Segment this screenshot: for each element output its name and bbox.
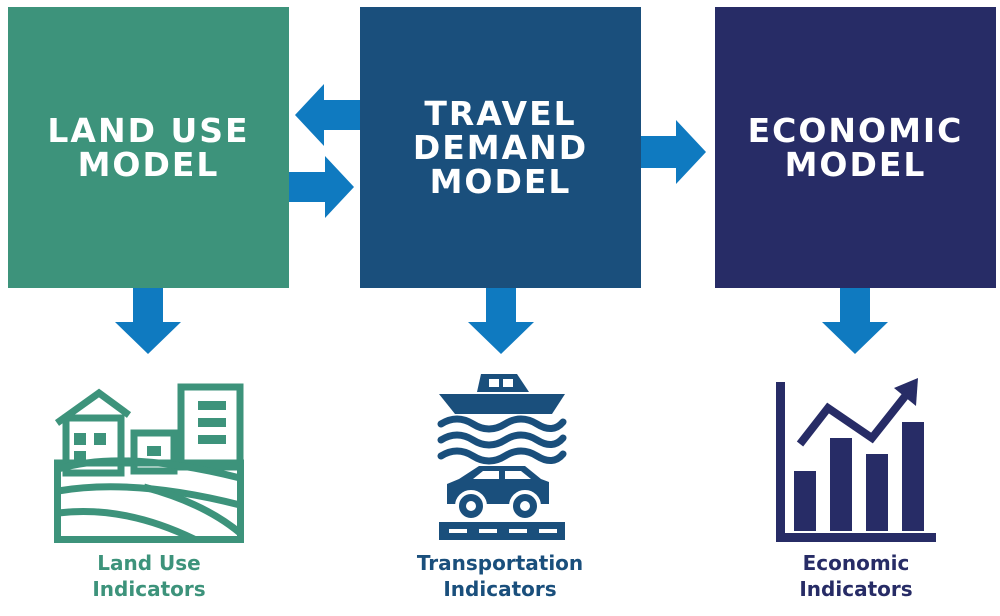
economic-indicators-caption: Economic Indicators [736, 550, 976, 602]
economic-model-line1: ECONOMIC [747, 110, 964, 150]
boat-and-car-icon [437, 374, 567, 540]
economic-caption-line2: Indicators [799, 577, 913, 601]
arrow-travel-to-land-use [295, 84, 360, 146]
economic-caption-line1: Economic [802, 551, 910, 575]
bar-chart-growth-icon [776, 378, 936, 542]
land-use-caption-line2: Indicators [92, 577, 206, 601]
economic-model-line2: MODEL [784, 144, 927, 184]
economic-model-box: ECONOMIC MODEL [715, 7, 996, 288]
transportation-caption-line1: Transportation [416, 551, 584, 575]
land-use-indicators-caption: Land Use Indicators [30, 550, 268, 602]
land-use-model-line1: LAND USE [47, 110, 250, 150]
travel-demand-model-line2: DEMAND [412, 127, 589, 167]
arrow-travel-to-economic [641, 120, 706, 184]
land-use-model-line2: MODEL [77, 144, 220, 184]
land-use-caption-line1: Land Use [97, 551, 201, 575]
city-landscape-icon [54, 383, 244, 543]
transportation-indicators-caption: Transportation Indicators [380, 550, 620, 602]
travel-demand-model-line3: MODEL [429, 161, 572, 201]
transportation-caption-line2: Indicators [443, 577, 557, 601]
arrow-down-travel [468, 288, 534, 354]
travel-demand-model-line1: TRAVEL [424, 93, 577, 133]
arrow-land-use-to-travel [289, 156, 354, 218]
arrow-down-land-use [115, 288, 181, 354]
arrow-down-economic [822, 288, 888, 354]
land-use-model-box: LAND USE MODEL [8, 7, 289, 288]
travel-demand-model-box: TRAVEL DEMAND MODEL [360, 7, 641, 288]
